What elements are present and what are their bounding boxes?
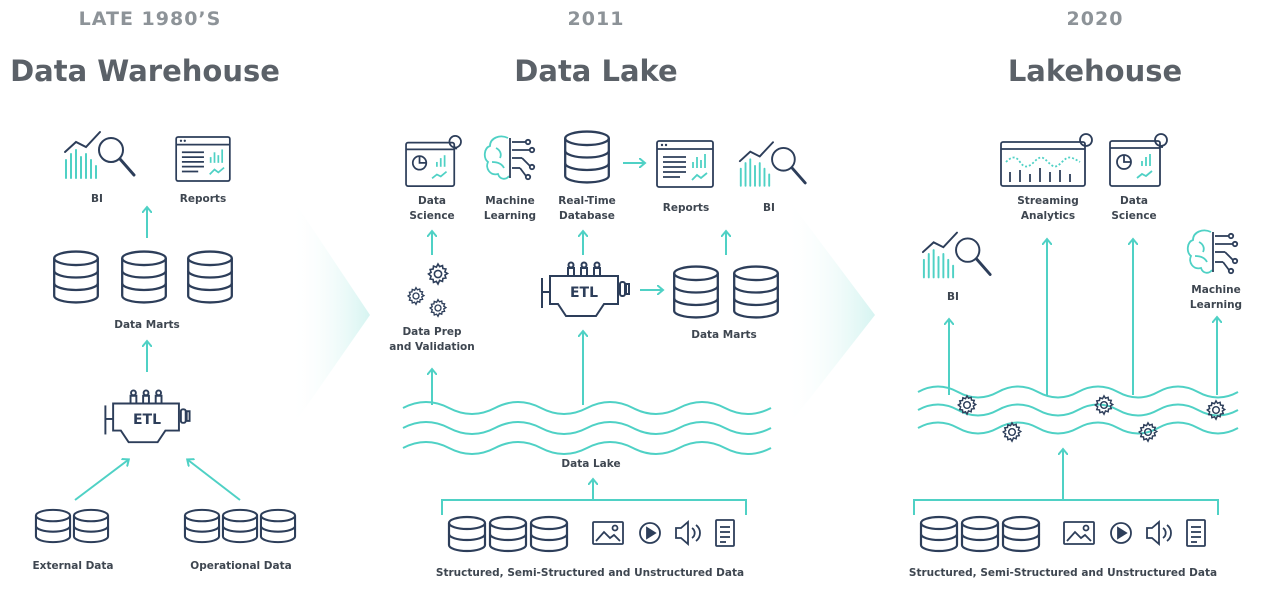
streaming-analytics-icon: [1000, 133, 1093, 187]
database-icon: [488, 515, 528, 553]
media-types-icon: [592, 519, 735, 547]
bi-icon: [63, 130, 136, 180]
chevron-divider-2: [785, 195, 875, 430]
machine-learning-label: Machine Learning: [1190, 283, 1242, 313]
machine-learning-icon: [1186, 229, 1239, 275]
gear-icon: [1002, 422, 1022, 442]
data-prep-label-line1: Data Prep: [402, 326, 462, 338]
lake-title: Data Lake: [514, 54, 678, 88]
data-marts-label: Data Marts: [691, 329, 757, 341]
data-lake-label: Data Lake: [561, 458, 621, 470]
data-science-label: Data Science: [1111, 194, 1156, 224]
streaming-label-line2: Analytics: [1020, 210, 1076, 222]
reports-icon: [656, 140, 714, 188]
data-marts-label: Data Marts: [114, 319, 180, 331]
lake-era: 2011: [567, 8, 625, 30]
data-science-label-line2: Science: [409, 210, 455, 222]
bi-label: BI: [763, 202, 775, 214]
lake-sources-bracket: [441, 499, 747, 515]
data-prep-label: Data Prep and Validation: [389, 325, 474, 355]
lakehouse-sources-label: Structured, Semi-Structured and Unstruct…: [908, 567, 1218, 579]
chevron-divider-1: [290, 195, 370, 430]
database-icon: [1001, 515, 1041, 553]
machine-learning-label-line1: Machine: [485, 195, 535, 207]
database-icon: [960, 515, 1000, 553]
lh-data-science-line1: Data: [1120, 195, 1148, 207]
streaming-analytics-label: Streaming Analytics: [1017, 194, 1079, 224]
lake-sources-label: Structured, Semi-Structured and Unstruct…: [435, 567, 745, 579]
database-icon: [673, 265, 719, 319]
lh-ml-line2: Learning: [1189, 299, 1243, 311]
machine-learning-label-line2: Learning: [483, 210, 537, 222]
data-science-label-line1: Data: [418, 195, 446, 207]
database-icon: [447, 515, 487, 553]
lakehouse-waves: [917, 385, 1239, 435]
media-types-icon: [1063, 519, 1206, 547]
database-icon: [733, 265, 779, 319]
data-prep-label-line2: and Validation: [389, 341, 475, 353]
arrow-external-to-etl: [74, 460, 128, 501]
lakehouse-era: 2020: [1066, 8, 1124, 30]
lh-data-science-line2: Science: [1111, 210, 1157, 222]
streaming-label-line1: Streaming: [1017, 195, 1079, 207]
bi-label: BI: [91, 193, 103, 205]
database-icon: [259, 508, 297, 544]
database-icon: [221, 508, 259, 544]
database-icon: [121, 250, 167, 304]
bi-icon: [738, 140, 807, 188]
etl-label: ETL: [569, 285, 599, 301]
rtdb-label-line1: Real-Time: [558, 195, 616, 207]
data-science-icon: [405, 134, 462, 188]
external-data-label: External Data: [32, 560, 114, 572]
machine-learning-label: Machine Learning: [484, 194, 536, 224]
rtdb-label-line2: Database: [559, 210, 615, 222]
gear-icon: [429, 298, 447, 318]
database-icon: [34, 508, 72, 544]
database-icon: [564, 130, 610, 184]
gear-icon: [427, 263, 449, 285]
data-science-icon: [1109, 133, 1168, 187]
lakehouse-title: Lakehouse: [1007, 54, 1183, 88]
gear-icon: [407, 286, 425, 306]
database-icon: [187, 250, 233, 304]
database-icon: [183, 508, 221, 544]
data-science-label: Data Science: [409, 194, 454, 224]
warehouse-era: LATE 1980’S: [78, 8, 222, 30]
reports-icon: [175, 136, 231, 182]
bi-icon: [921, 231, 992, 279]
real-time-database-label: Real-Time Database: [558, 194, 616, 224]
database-icon: [529, 515, 569, 553]
database-icon: [53, 250, 99, 304]
etl-label: ETL: [132, 412, 162, 428]
arrow-operational-to-etl: [188, 460, 241, 501]
reports-label: Reports: [662, 202, 710, 214]
lakehouse-sources-bracket: [913, 499, 1219, 515]
database-icon: [72, 508, 110, 544]
operational-data-label: Operational Data: [190, 560, 292, 572]
data-lake-waves: [402, 401, 772, 455]
lh-ml-line1: Machine: [1191, 284, 1241, 296]
reports-label: Reports: [179, 193, 227, 205]
warehouse-title: Data Warehouse: [10, 54, 280, 88]
bi-label: BI: [947, 291, 959, 303]
machine-learning-icon: [483, 135, 536, 181]
database-icon: [919, 515, 959, 553]
